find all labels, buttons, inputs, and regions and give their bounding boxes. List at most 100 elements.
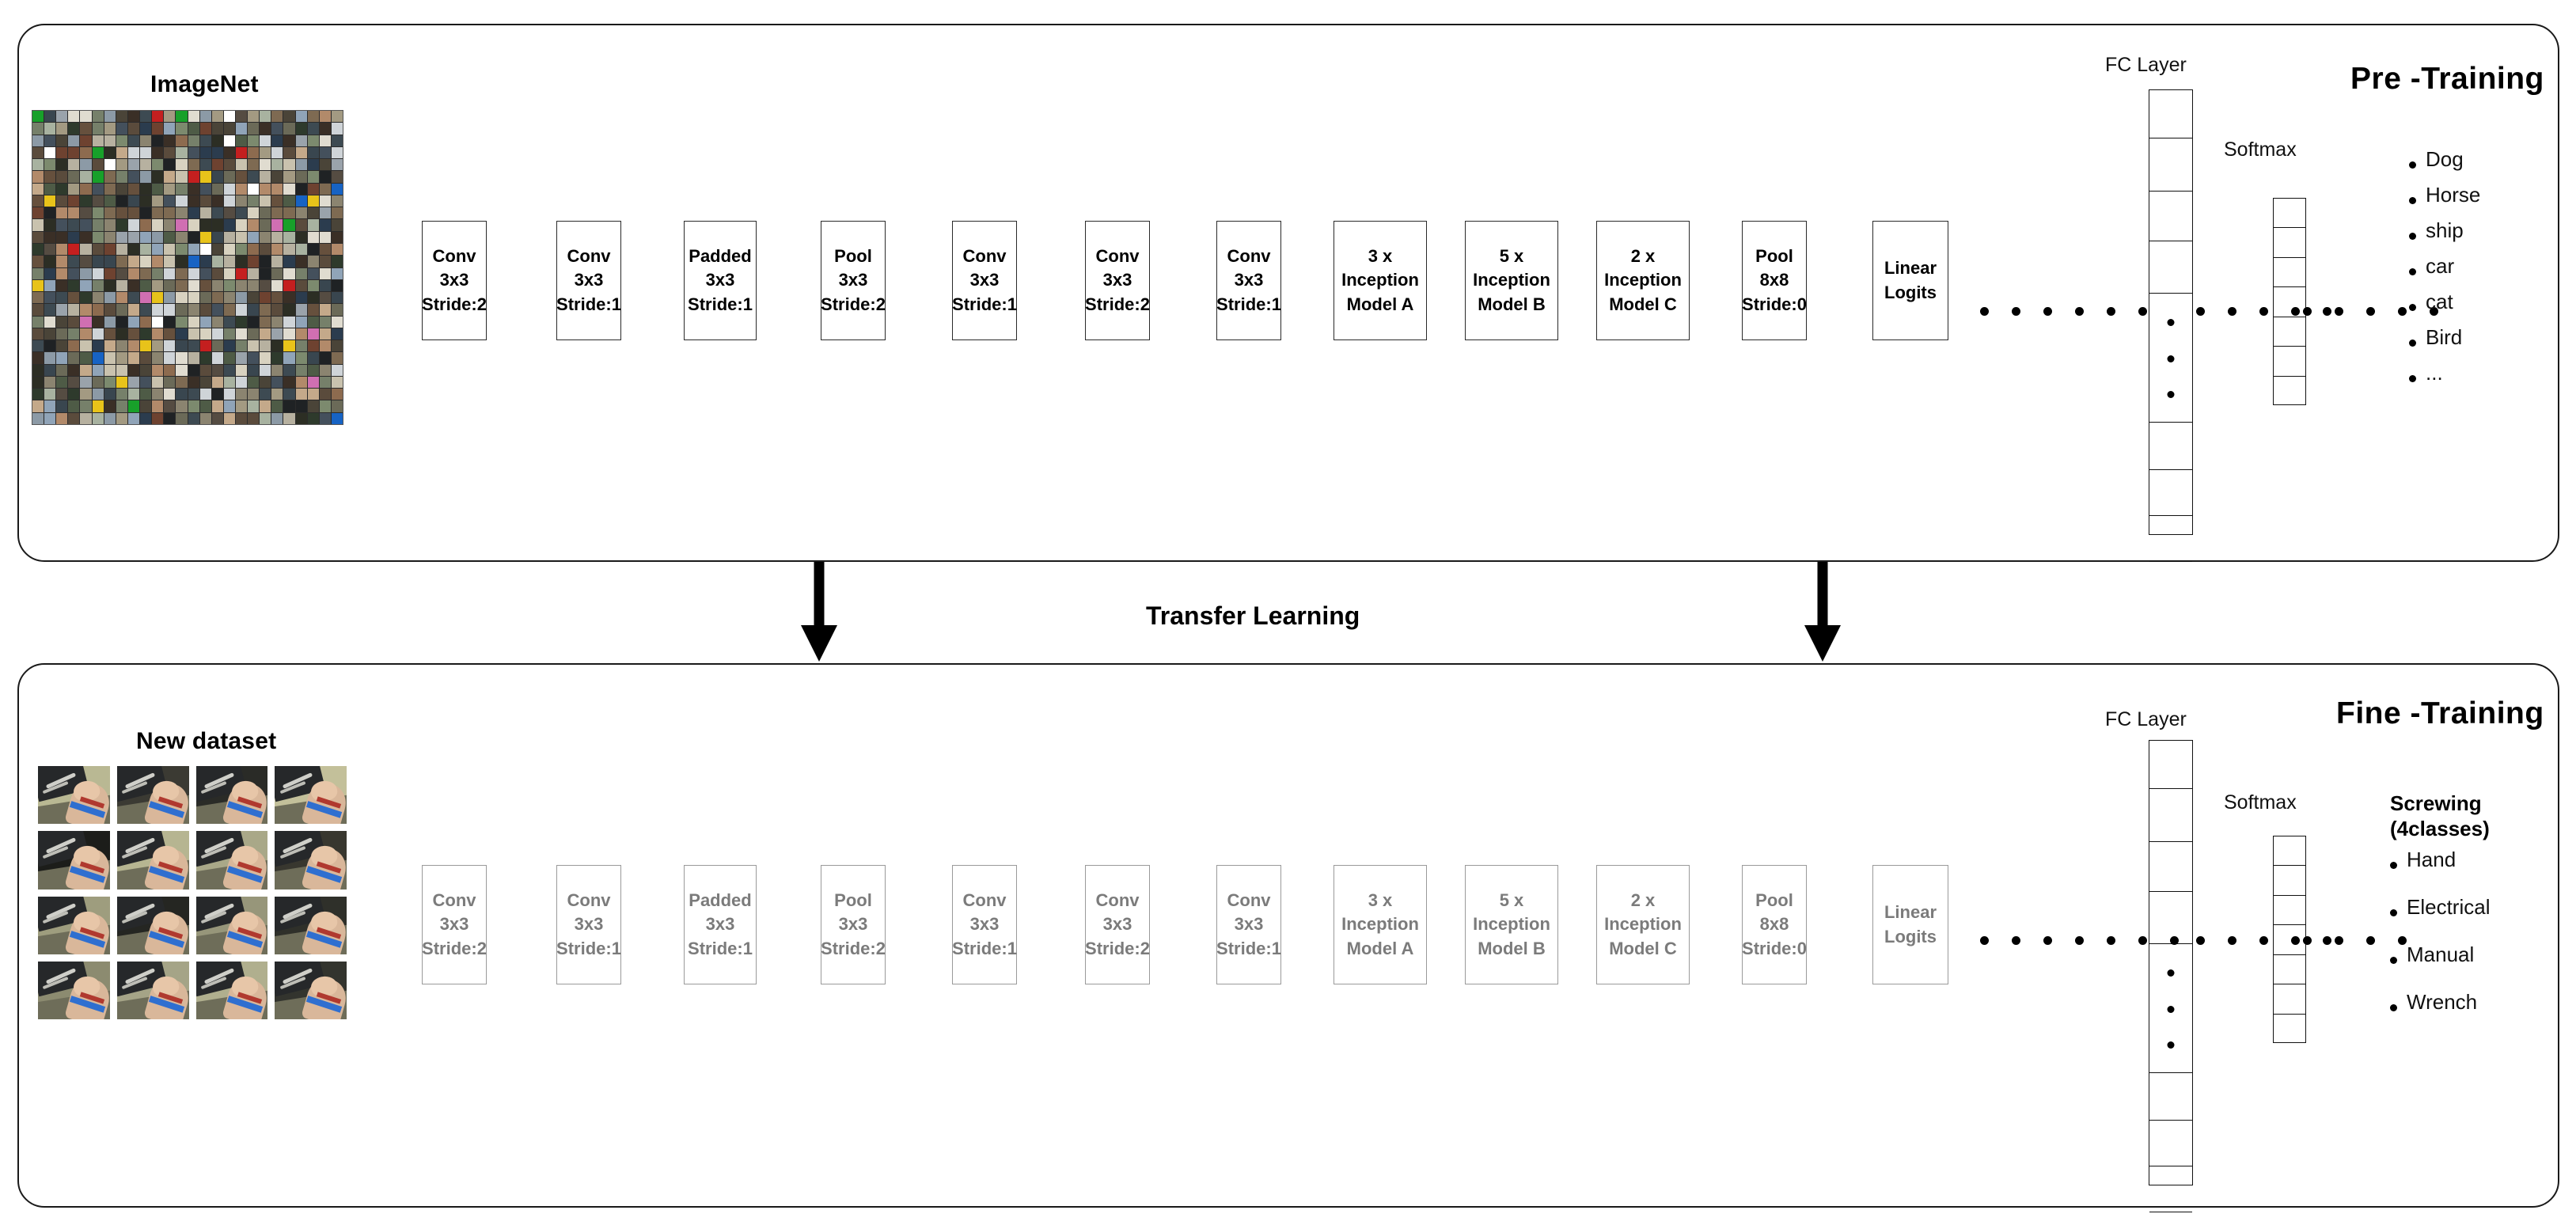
imagenet-thumbnail [331, 159, 343, 171]
imagenet-thumbnail [248, 183, 260, 195]
imagenet-thumbnail [295, 195, 307, 207]
imagenet-thumbnail [44, 183, 56, 195]
imagenet-thumbnail [164, 412, 176, 424]
pretraining-class-item[interactable]: ... [2409, 361, 2480, 385]
finetraining-class-item[interactable]: Hand [2390, 848, 2490, 872]
imagenet-thumbnail [271, 267, 283, 279]
imagenet-thumbnail [176, 123, 188, 135]
imagenet-thumbnail [223, 279, 235, 292]
imagenet-thumbnail [140, 267, 152, 279]
imagenet-thumbnail [235, 123, 248, 135]
bullet-icon [2409, 339, 2416, 347]
imagenet-thumbnail [319, 279, 331, 292]
imagenet-thumbnail [104, 279, 116, 292]
imagenet-thumbnail [32, 328, 44, 340]
imagenet-thumbnail [80, 352, 92, 364]
imagenet-thumbnail [80, 195, 92, 207]
imagenet-thumbnail [80, 304, 92, 316]
imagenet-thumbnail [188, 376, 199, 389]
imagenet-thumbnail [44, 292, 56, 304]
softmax-pretraining-cell [2274, 287, 2305, 317]
imagenet-thumbnail [223, 195, 235, 207]
finetraining-class-item[interactable]: Electrical [2390, 895, 2490, 920]
imagenet-thumbnail [80, 389, 92, 400]
pretraining-class-item[interactable]: cat [2409, 290, 2480, 314]
imagenet-thumbnail [331, 123, 343, 135]
imagenet-thumbnail [319, 183, 331, 195]
imagenet-thumbnail [307, 207, 319, 219]
imagenet-thumbnail [331, 352, 343, 364]
imagenet-thumbnail [92, 183, 104, 195]
imagenet-thumbnail [80, 412, 92, 424]
imagenet-thumbnail [271, 316, 283, 328]
imagenet-thumbnail [248, 256, 260, 267]
imagenet-thumbnail [164, 376, 176, 389]
imagenet-thumbnail [223, 352, 235, 364]
imagenet-thumbnail [199, 111, 211, 123]
imagenet-thumbnail [68, 195, 80, 207]
imagenet-thumbnail [271, 123, 283, 135]
pretraining-class-item[interactable]: Dog [2409, 147, 2480, 172]
layer-block-line: Model B [1478, 938, 1546, 958]
pretraining-class-item[interactable]: Bird [2409, 325, 2480, 350]
imagenet-thumbnail [152, 304, 164, 316]
imagenet-thumbnail [44, 256, 56, 267]
imagenet-thumbnail [211, 146, 223, 159]
imagenet-thumbnail [127, 352, 140, 364]
imagenet-thumbnail [211, 111, 223, 123]
imagenet-thumbnail [68, 207, 80, 219]
imagenet-thumbnail [271, 183, 283, 195]
layer-block-line: Stride:2 [821, 938, 886, 958]
imagenet-thumbnail [68, 146, 80, 159]
layer-block-line: Stride:1 [952, 294, 1017, 314]
finetraining-class-item[interactable]: Manual [2390, 943, 2490, 967]
imagenet-thumbnail [152, 231, 164, 243]
imagenet-thumbnail [223, 267, 235, 279]
imagenet-thumbnail [319, 376, 331, 389]
imagenet-thumbnail [307, 159, 319, 171]
layer-block-line: 3 x [1368, 245, 1393, 266]
imagenet-thumbnail [176, 412, 188, 424]
imagenet-thumbnail [176, 256, 188, 267]
pretraining-class-item[interactable]: car [2409, 254, 2480, 279]
pretraining-class-item[interactable]: ship [2409, 218, 2480, 243]
imagenet-thumbnail [116, 256, 127, 267]
imagenet-thumbnail [331, 135, 343, 146]
fc-layer-pretraining-cell [2149, 294, 2192, 423]
imagenet-thumbnail [44, 352, 56, 364]
imagenet-thumbnail [211, 364, 223, 376]
pretraining-class-item-label: ship [2426, 218, 2464, 242]
finetraining-class-item[interactable]: Wrench [2390, 990, 2490, 1015]
imagenet-thumbnail [199, 328, 211, 340]
imagenet-thumbnail [140, 159, 152, 171]
connector-dot [2012, 936, 2020, 945]
imagenet-thumbnail [68, 267, 80, 279]
imagenet-thumbnail [188, 304, 199, 316]
imagenet-thumbnail [152, 195, 164, 207]
pretraining-class-item[interactable]: Horse [2409, 183, 2480, 207]
